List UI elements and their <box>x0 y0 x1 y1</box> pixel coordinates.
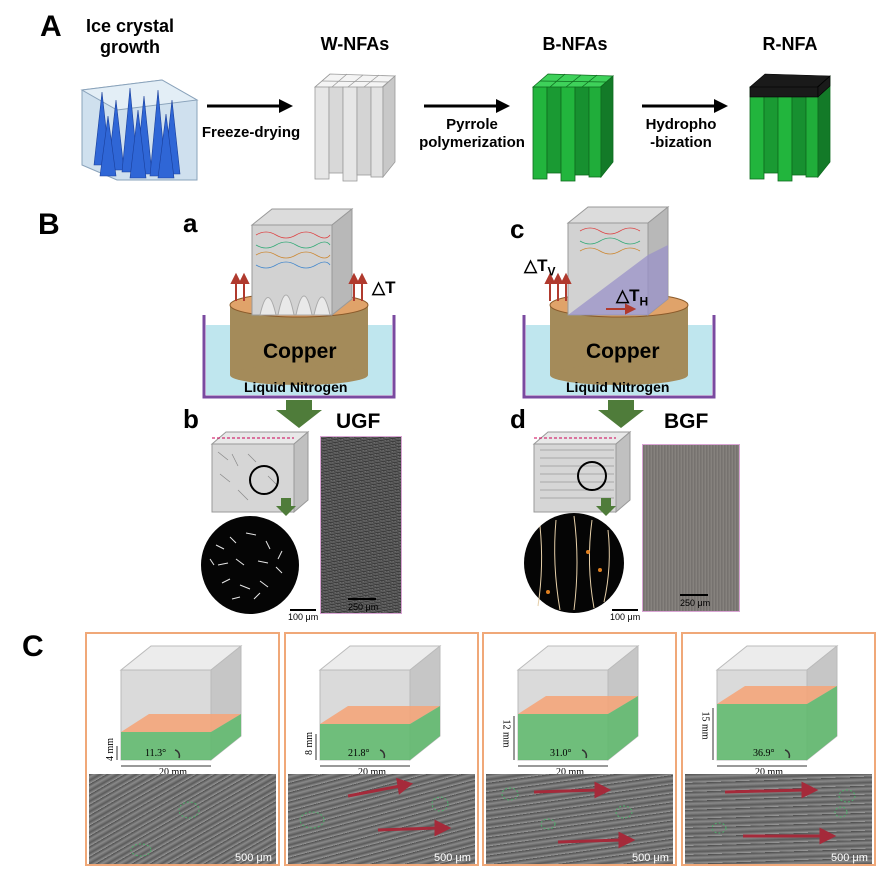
flow-arrow-left <box>276 400 322 428</box>
bgf-scale-label-small: 100 μm <box>610 612 641 622</box>
stage-title-r-nfa: R-NFA <box>762 34 818 54</box>
c-cell-3-width: 20 mm <box>556 767 585 778</box>
panel-a-letter: A <box>40 10 62 43</box>
arrow-label-pyrrole: Pyrrole polymerization <box>412 116 532 152</box>
stage-title-b-nfas: B-NFAs <box>542 34 608 54</box>
bgf-cube-illustration <box>532 430 632 514</box>
arrow-label-freeze-drying: Freeze-drying <box>201 124 301 141</box>
ugf-scale-label-large: 250 μm <box>348 602 379 612</box>
b-nfa-illustration <box>531 73 615 182</box>
ugf-scale-bar-small <box>290 609 316 611</box>
r-nfa-illustration <box>749 73 831 182</box>
liquid-nitrogen-label-left: Liquid Nitrogen <box>244 379 348 395</box>
c-cell-2-angle: 21.8° <box>348 748 370 759</box>
c-cell-2-arrows <box>299 777 452 837</box>
zoom-arrow-left <box>276 498 296 516</box>
w-nfa-illustration <box>313 73 397 182</box>
copper-label-right: Copper <box>586 340 660 363</box>
delta-th-label: △TH <box>616 286 648 308</box>
bgf-setup-illustration <box>522 205 716 399</box>
arrow-label-hydro-line1: Hydropho <box>645 116 717 133</box>
process-arrow-1 <box>207 99 293 113</box>
stage-title-ice: Ice crystal growth <box>70 16 190 58</box>
panel-c-letter: C <box>22 630 44 663</box>
c-cell-2-scale: 500 μm <box>434 852 471 864</box>
c-cell-4-arrows <box>711 781 856 845</box>
arrow-label-hydro-line2: -bization <box>650 134 712 151</box>
sub-letter-d: d <box>510 404 526 434</box>
copper-label-left: Copper <box>263 340 337 363</box>
liquid-nitrogen-label-right: Liquid Nitrogen <box>566 379 670 395</box>
ice-crystal-illustration <box>80 79 199 181</box>
c-cell-1-scale: 500 μm <box>235 852 272 864</box>
c-cell-4-scale: 500 μm <box>831 852 868 864</box>
arrow-label-hydrophobization: Hydropho -bization <box>636 116 726 152</box>
ugf-label: UGF <box>336 410 381 433</box>
bgf-scale-bar-small <box>612 609 638 611</box>
ugf-setup-illustration <box>202 207 396 399</box>
c-cell-1-width: 20 mm <box>159 767 188 778</box>
bgf-scale-bar-large <box>680 594 708 596</box>
stage-title-w-nfas: W-NFAs <box>320 34 390 54</box>
c-cell-2-block <box>315 644 442 767</box>
bgf-label: BGF <box>664 410 709 433</box>
c-cell-4-block <box>712 644 839 767</box>
delta-th-main: △T <box>616 286 640 305</box>
process-arrow-2 <box>424 99 510 113</box>
c-cell-4-sem <box>685 774 872 864</box>
bgf-sem-circle <box>524 513 624 613</box>
c-cell-1-height: 4 mm <box>105 737 117 762</box>
c-cell-3-scale: 500 μm <box>632 852 669 864</box>
c-cell-4: 15 mm 36.9° 20 mm 500 μm <box>681 632 876 866</box>
flow-arrow-right <box>598 400 644 428</box>
c-cell-3-height: 12 mm <box>500 719 512 748</box>
panel-b-letter: B <box>38 208 60 241</box>
c-cell-1-pores <box>130 801 200 857</box>
process-arrow-3 <box>642 99 728 113</box>
c-cell-2-sem <box>288 774 475 864</box>
ugf-scale-label-small: 100 μm <box>288 612 319 622</box>
arrow-label-pyrrole-line1: Pyrrole <box>446 116 498 133</box>
ugf-3d-reconstruction <box>320 436 402 614</box>
sub-letter-b: b <box>183 404 199 434</box>
stage-ice-line2: growth <box>100 37 160 57</box>
c-cell-4-height: 15 mm <box>699 711 711 740</box>
ugf-sem-circle <box>201 516 299 614</box>
delta-t-label: △T <box>372 278 396 297</box>
c-cell-3-sem <box>486 774 673 864</box>
c-cell-1: 4 mm 11.3° 20 mm 500 μm <box>85 632 280 866</box>
ugf-scale-bar-large <box>348 598 376 600</box>
arrow-label-pyrrole-line2: polymerization <box>419 134 525 151</box>
zoom-arrow-right <box>596 498 616 516</box>
c-cell-2: 8 mm 21.8° 20 mm 500 μm <box>284 632 479 866</box>
c-cell-4-angle: 36.9° <box>753 748 775 759</box>
delta-tv-sub: V <box>547 264 556 279</box>
c-cell-2-width: 20 mm <box>358 767 387 778</box>
c-cell-1-block <box>116 644 243 767</box>
c-cell-3-angle: 31.0° <box>550 748 572 759</box>
c-cell-3-arrows <box>501 781 636 849</box>
bgf-scale-label-large: 250 μm <box>680 598 711 608</box>
c-cell-1-angle: 11.3° <box>145 748 167 759</box>
delta-tv-label: △TV <box>524 256 555 278</box>
c-cell-2-height: 8 mm <box>304 731 316 756</box>
bgf-3d-reconstruction <box>642 444 740 612</box>
sub-letter-c: c <box>510 214 525 244</box>
sub-letter-a: a <box>183 208 198 238</box>
ugf-cube-illustration <box>210 430 310 514</box>
delta-tv-main: △T <box>524 256 548 275</box>
c-cell-4-width: 20 mm <box>755 767 784 778</box>
delta-th-sub: H <box>639 294 649 309</box>
c-cell-1-sem <box>89 774 276 864</box>
c-cell-3: 12 mm 31.0° 20 mm 500 μm <box>482 632 677 866</box>
stage-ice-line1: Ice crystal <box>85 16 175 36</box>
c-cell-3-block <box>513 644 640 767</box>
